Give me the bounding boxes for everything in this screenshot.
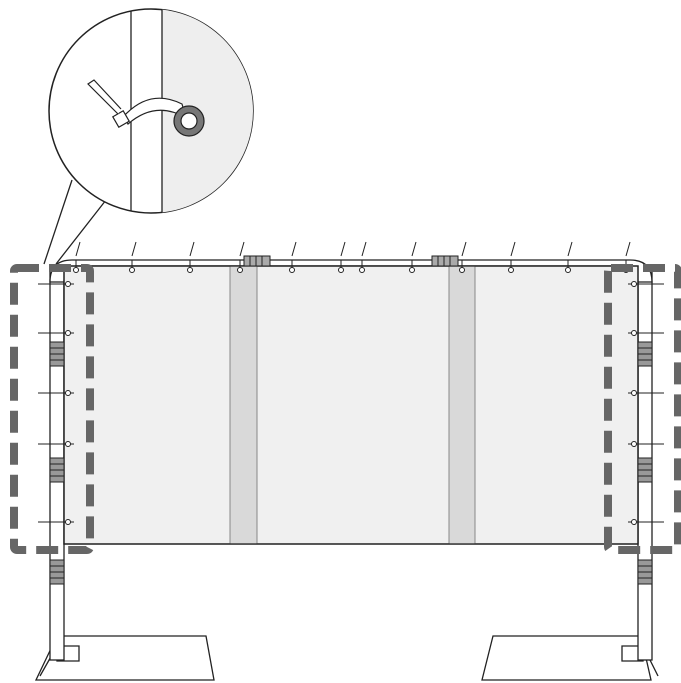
banner-seam <box>229 265 258 545</box>
highlight-right-side <box>604 264 681 554</box>
cable-tie-icon <box>628 281 664 287</box>
cable-tie-icon <box>38 281 74 287</box>
cable-tie-icon <box>129 241 137 273</box>
right-cable-ties <box>628 281 664 525</box>
connector-icon <box>243 255 271 267</box>
cable-tie-icon <box>459 241 467 273</box>
connector-icon <box>49 341 65 585</box>
cable-tie-icon <box>565 241 573 273</box>
cable-tie-icon <box>628 441 664 447</box>
cable-tie-icon <box>38 519 74 525</box>
banner <box>63 265 639 545</box>
cable-tie-icon <box>73 241 81 273</box>
magnifier-callout-icon <box>43 8 254 265</box>
cable-tie-icon <box>38 330 74 336</box>
grommet-icon <box>173 105 205 137</box>
cable-tie-icon <box>237 241 245 273</box>
connector-icon <box>431 255 459 267</box>
cable-tie-icon <box>628 519 664 525</box>
cable-tie-icon <box>409 241 417 273</box>
highlight-left-side <box>10 264 94 554</box>
cable-tie-icon <box>187 241 195 273</box>
cable-tie-icon <box>359 241 367 273</box>
left-cable-ties <box>38 281 74 525</box>
cable-tie-icon <box>38 441 74 447</box>
right-foot <box>481 635 659 681</box>
cable-tie-icon <box>338 241 346 273</box>
connector-icon <box>637 341 653 585</box>
cable-tie-icon <box>38 390 74 396</box>
cable-tie-icon <box>508 241 516 273</box>
cable-tie-icon <box>628 390 664 396</box>
banner-seam <box>448 265 476 545</box>
cable-tie-icon <box>628 330 664 336</box>
cable-tie-icon <box>289 241 297 273</box>
